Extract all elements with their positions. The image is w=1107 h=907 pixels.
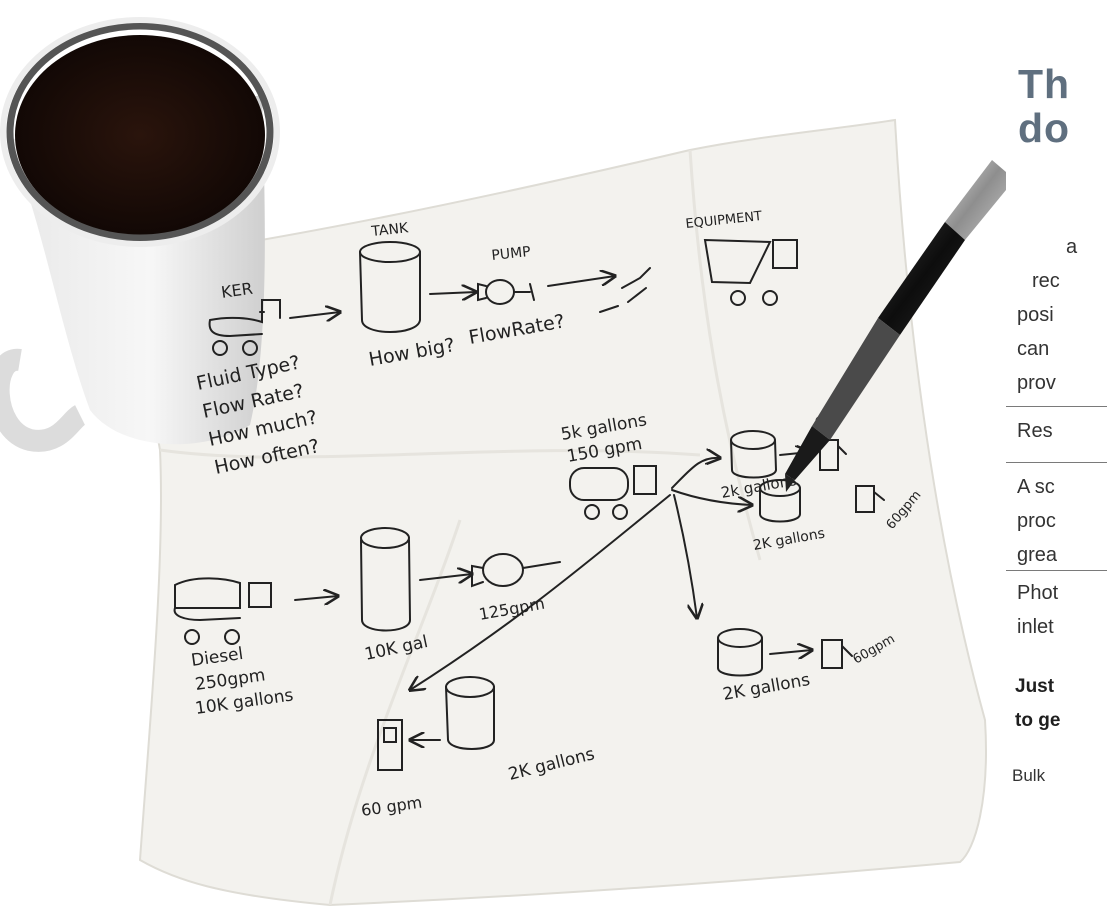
emphasis-line: Just <box>1015 676 1107 698</box>
divider <box>1006 570 1107 571</box>
divider <box>1006 406 1107 407</box>
emphasis-line: to ge <box>1015 710 1107 732</box>
paragraph-line: Phot <box>1017 582 1107 605</box>
paragraph-line: proc <box>1017 510 1107 533</box>
paragraph-line: A sc <box>1017 476 1107 499</box>
column-title: Th do <box>1018 62 1107 150</box>
paragraph-line: inlet <box>1017 616 1107 639</box>
paragraph-line: rec <box>1032 270 1107 293</box>
napkin-illustration: KER TANK PUMP EQUIPMENT How big? FlowRat… <box>0 0 1006 907</box>
footer-text: Bulk <box>1012 766 1107 786</box>
paragraph-line: Res <box>1017 420 1107 443</box>
side-text-column: Th do a rec posi can prov Res A sc proc … <box>1006 0 1107 907</box>
title-line-1: Th <box>1018 62 1107 106</box>
paragraph-line: can <box>1017 338 1107 361</box>
divider <box>1006 462 1107 463</box>
paragraph-line: grea <box>1017 544 1107 567</box>
paragraph-line: a <box>1066 236 1107 259</box>
paragraph-line: prov <box>1017 372 1107 395</box>
title-line-2: do <box>1018 106 1107 150</box>
coffee-surface <box>15 35 265 235</box>
paragraph-line: posi <box>1017 304 1107 327</box>
